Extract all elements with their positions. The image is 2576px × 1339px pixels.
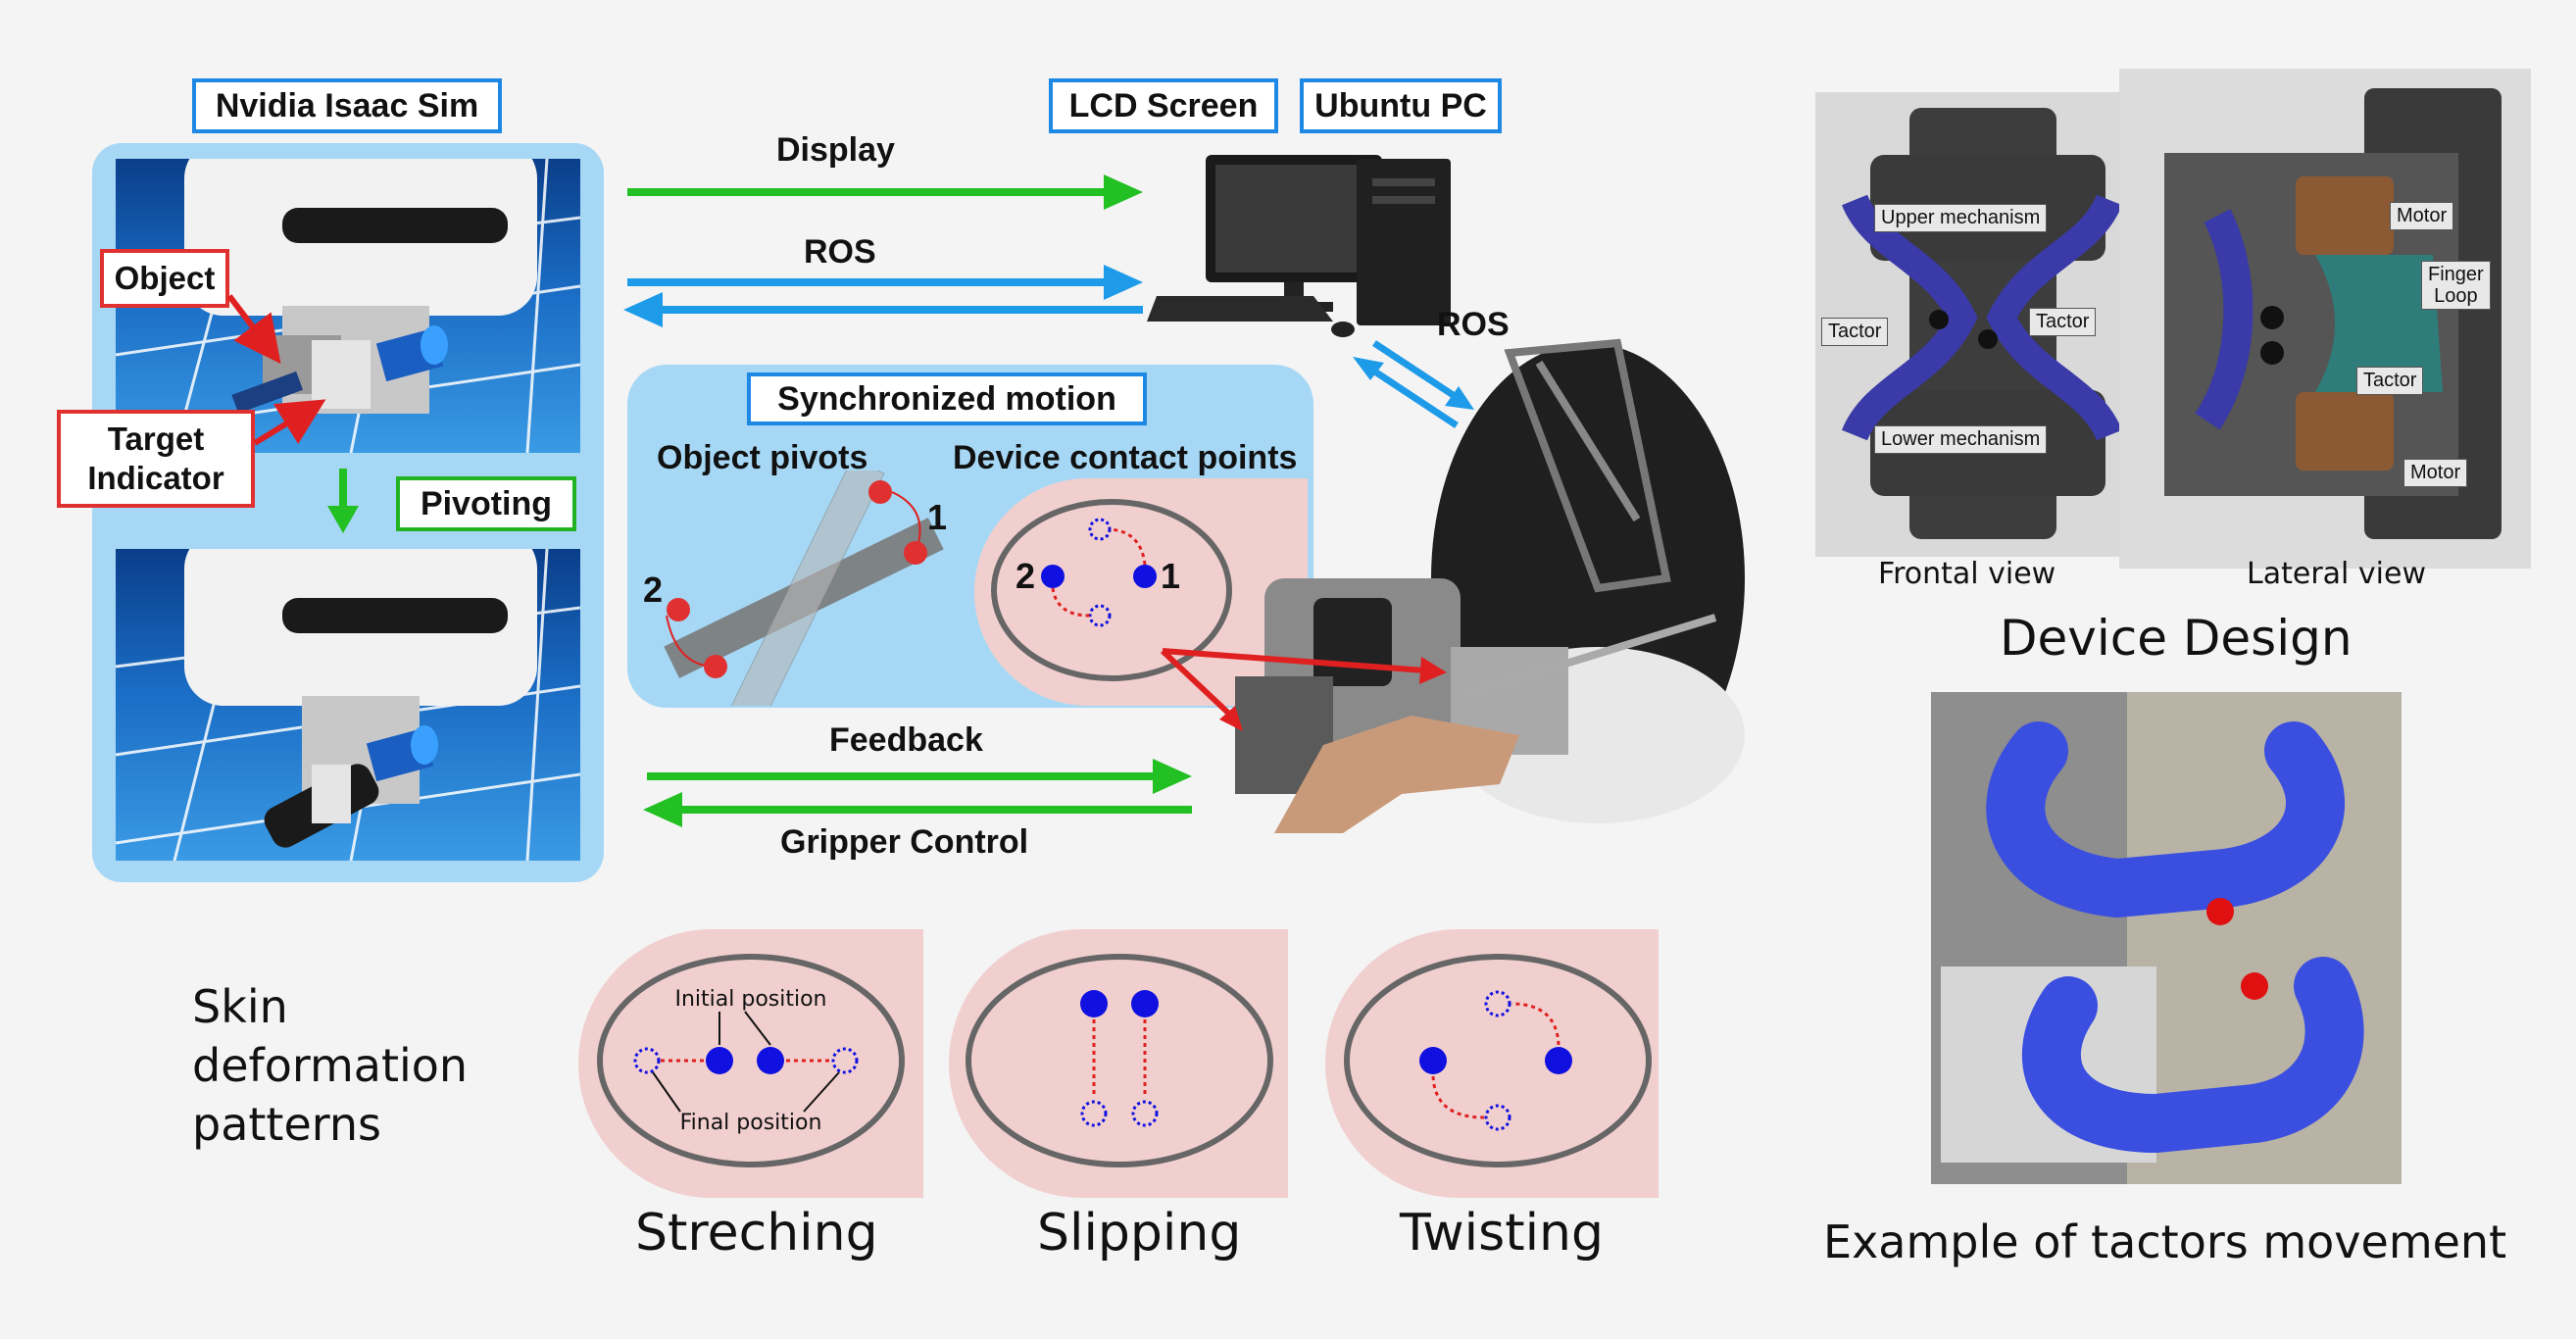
sim-scene-bottom [116,549,580,861]
tactors-movement-caption: Example of tactors movement [1823,1215,2507,1268]
device-contact-diagram: 2 1 [974,478,1308,706]
target-label-line1: Target [107,421,205,457]
object-pointer-arrow [226,294,281,365]
gripper-control-arrow [643,792,1192,827]
ubuntu-pc-label: Ubuntu PC [1300,78,1502,133]
motor-top-tag: Motor [2390,202,2454,230]
isaac-sim-title: Nvidia Isaac Sim [192,78,502,133]
slipping-caption: Slipping [1037,1204,1242,1263]
finger-loop-tag: Finger Loop [2421,261,2491,310]
object-pivot-diagram: 1 2 [643,471,947,706]
pivoting-label: Pivoting [396,476,576,531]
target-label-line2: Indicator [87,460,224,496]
skin-title-line3: patterns [192,1098,381,1151]
sim-image-bottom [116,549,580,861]
frontal-view-caption: Frontal view [1878,557,2056,591]
twisting-caption: Twisting [1400,1204,1605,1263]
contact-point-pointer [1160,648,1447,731]
tactor-right-tag: Tactor [2029,308,2097,336]
haptic-device-photo [1206,323,1745,833]
tactor-left-tag: Tactor [1821,318,1889,346]
twisting-pattern [1325,929,1659,1198]
lateral-view-render: Motor Finger Loop Tactor Motor [2119,69,2531,569]
final-position-label: Final position [680,1111,822,1135]
contact-2-label: 2 [1016,556,1035,596]
contact-1-label: 1 [1161,556,1180,596]
target-pointer-arrow [253,399,326,446]
slipping-pattern [949,929,1288,1198]
lcd-screen-label: LCD Screen [1049,78,1278,133]
display-arrow [627,174,1143,210]
finger-loop-line2: Loop [2434,285,2478,307]
object-label: Object [100,249,229,308]
computer-icon [1147,155,1451,337]
ros-top-label: ROS [804,233,876,271]
ros-device-arrows [1353,340,1474,428]
ros-device-label: ROS [1437,306,1510,343]
feedback-arrow [647,759,1192,794]
finger-loop-line1: Finger [2428,264,2484,285]
frontal-view-render: Upper mechanism Lower mechanism Tactor T… [1815,92,2149,557]
feedback-label: Feedback [829,721,983,759]
object-pivots-label: Object pivots [657,439,868,476]
synchronized-motion-title: Synchronized motion [747,372,1147,425]
initial-position-label: Initial position [674,987,826,1012]
ros-right-arrow [627,265,1143,300]
skin-title-line1: Skin [192,980,288,1033]
lower-mechanism-tag: Lower mechanism [1874,425,2048,454]
sim-pointer-arrows [226,294,326,446]
stretching-caption: Streching [635,1204,878,1263]
device-design-title: Device Design [2000,610,2353,667]
upper-mechanism-tag: Upper mechanism [1874,204,2048,232]
lateral-view-caption: Lateral view [2247,557,2426,591]
target-indicator-label: Target Indicator [57,410,255,508]
gripper-control-label: Gripper Control [780,823,1029,861]
tactor-lateral-tag: Tactor [2356,367,2424,395]
ros-left-arrow [623,292,1143,327]
sim-image-top [116,159,580,453]
motor-bottom-tag: Motor [2403,459,2468,487]
object-label-text: Object [114,260,216,296]
device-contact-points-label: Device contact points [953,439,1298,476]
stretching-pattern: Initial position Final position [578,929,923,1198]
pivoting-arrow [327,469,359,533]
display-arrow-label: Display [776,131,895,169]
skin-title-line2: deformation [192,1039,469,1092]
pivot-2-label: 2 [643,570,663,610]
tactors-movement-render [1931,692,2402,1184]
pivot-1-label: 1 [927,497,947,537]
